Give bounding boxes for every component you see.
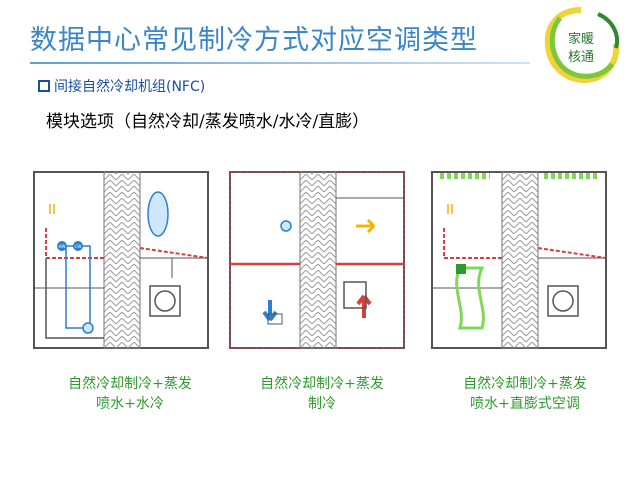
- caption-diagram-2: 自然冷却制冷+蒸发 制冷: [232, 374, 412, 414]
- caption-line: 喷水+直膨式空调: [470, 396, 580, 412]
- unit-diagram-water-cooled: HW CW: [33, 171, 209, 349]
- caption-line: 制冷: [308, 396, 336, 412]
- caption-line: 自然冷却制冷+蒸发: [68, 376, 192, 392]
- caption-diagram-3: 自然冷却制冷+蒸发 喷水+直膨式空调: [430, 374, 620, 414]
- logo-text-line2: 核通: [568, 50, 594, 65]
- company-logo: 家暖 核通: [544, 7, 620, 84]
- caption-line: 喷水+水冷: [96, 396, 164, 412]
- caption-line: 自然冷却制冷+蒸发: [260, 376, 384, 392]
- page-title: 数据中心常见制冷方式对应空调类型: [30, 25, 478, 56]
- unit-diagram-dx: [431, 171, 607, 349]
- subtitle-text: 间接自然冷却机组(NFC): [54, 79, 206, 95]
- caption-line: 自然冷却制冷+蒸发: [463, 376, 587, 392]
- logo-text-line1: 家暖: [568, 31, 594, 47]
- label-cw: CW: [75, 244, 82, 249]
- unit-diagram-evaporative: [229, 171, 405, 349]
- subtitle: 间接自然冷却机组(NFC): [38, 76, 205, 96]
- title-divider: [30, 62, 530, 64]
- label-hw: HW: [59, 244, 66, 249]
- caption-diagram-1: 自然冷却制冷+蒸发 喷水+水冷: [40, 374, 220, 414]
- section-title: 模块选项（自然冷却/蒸发喷水/水冷/直膨）: [46, 112, 370, 132]
- square-bullet-icon: [38, 80, 50, 92]
